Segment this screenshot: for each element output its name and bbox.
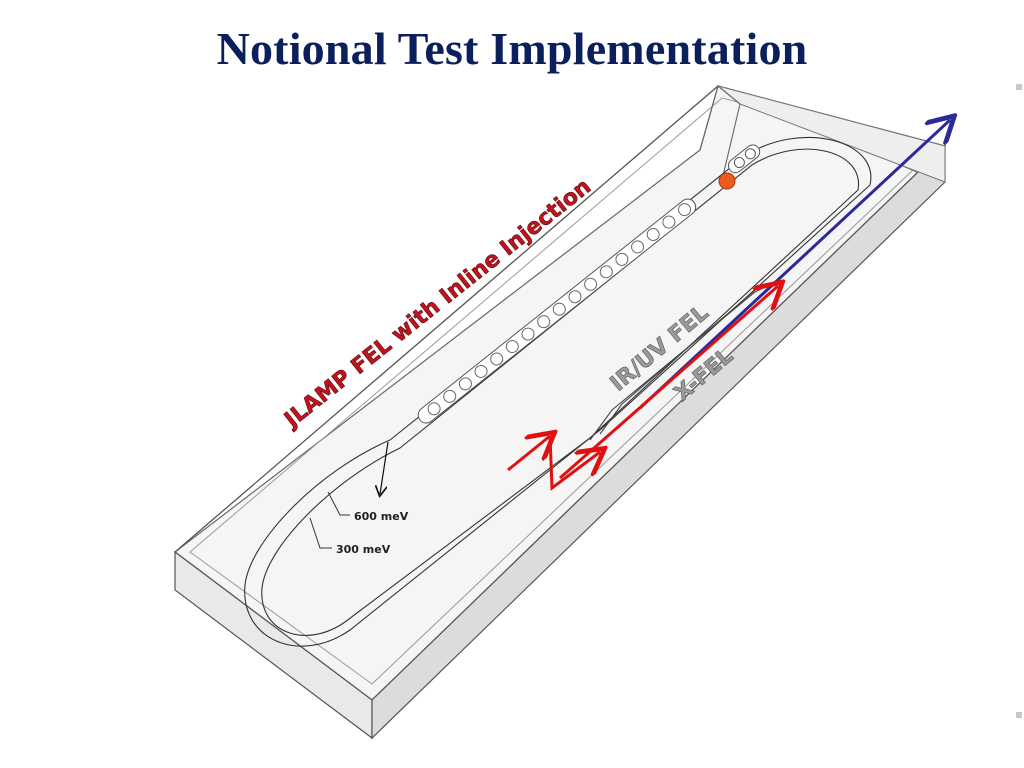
energy-label-600: 600 meV bbox=[354, 510, 409, 523]
laser-path bbox=[507, 286, 778, 491]
xray-beam-arrow bbox=[638, 120, 950, 410]
linac-cryomodules bbox=[417, 144, 761, 424]
energy-label-300: 300 meV bbox=[336, 543, 391, 556]
slide-edge-mark-top bbox=[1016, 84, 1022, 90]
injector-dot bbox=[718, 172, 736, 190]
slide-edge-mark-bottom bbox=[1016, 712, 1022, 718]
enclosure-box bbox=[173, 85, 947, 740]
energy-leaders bbox=[309, 491, 350, 549]
linac-pointer-arrow bbox=[380, 441, 389, 494]
slide-title: Notional Test Implementation bbox=[216, 23, 808, 74]
beamline-racetrack bbox=[244, 136, 872, 647]
